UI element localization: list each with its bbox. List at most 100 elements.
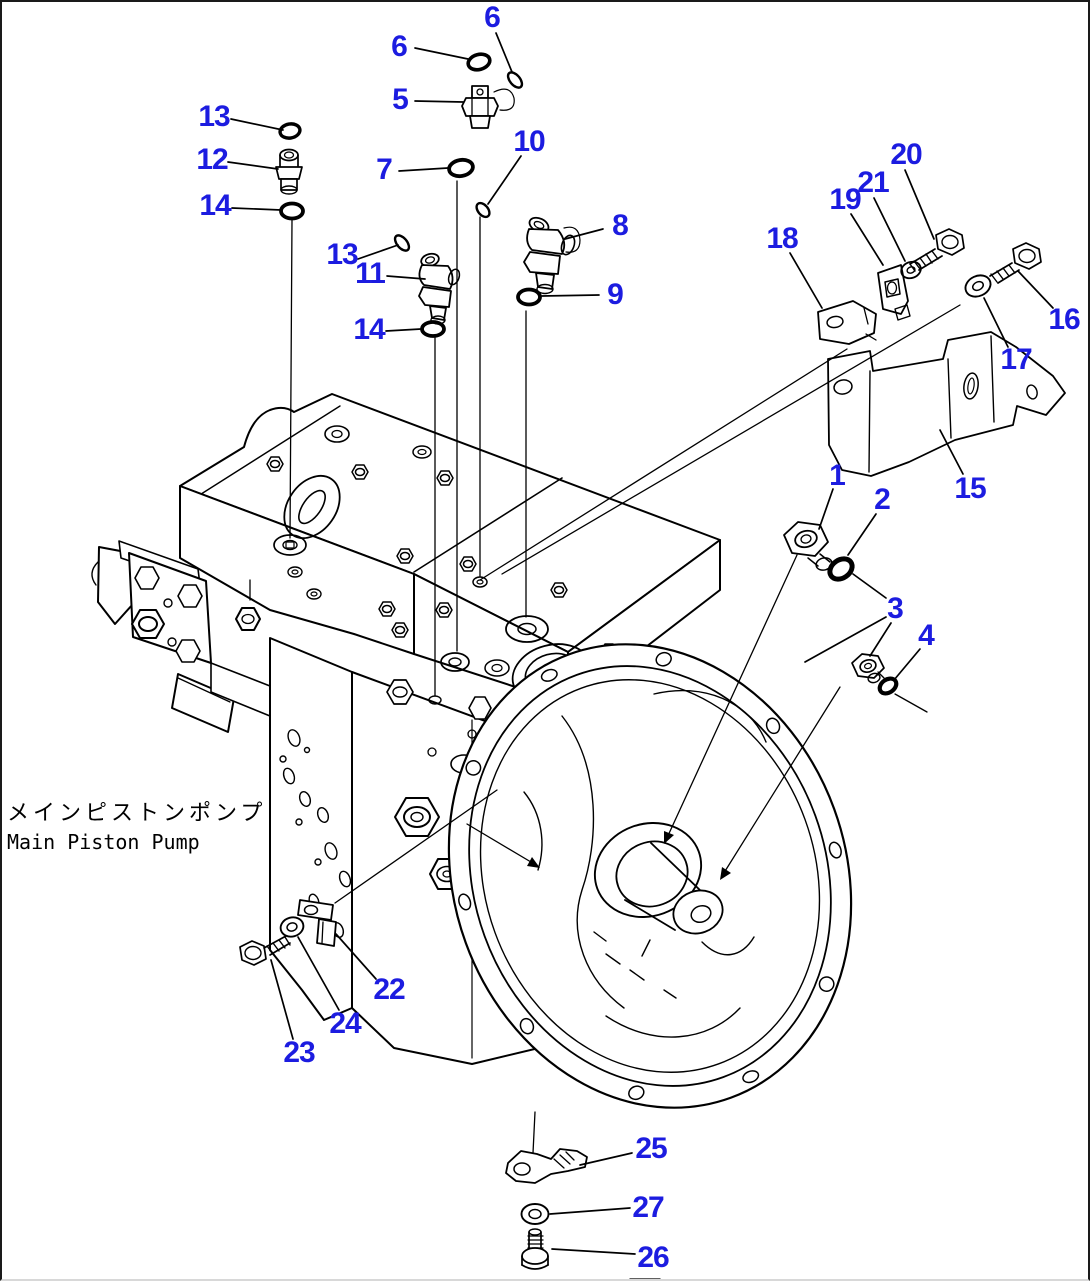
callout-14a: 14: [199, 189, 231, 222]
leader-line: [852, 573, 887, 599]
callout-11: 11: [355, 257, 386, 290]
leader-line: [873, 197, 906, 262]
fitting-part-8: [523, 216, 581, 295]
callout-8: 8: [612, 209, 629, 242]
callout-6a: 6: [484, 1, 501, 34]
oring-part-10: [475, 201, 491, 219]
leader-line: [579, 1152, 633, 1166]
leader-lines: [227, 32, 1054, 1279]
callout-6b: 6: [391, 30, 408, 63]
callout-2: 2: [874, 483, 891, 516]
plug-part-3: [851, 653, 885, 684]
callout-5: 5: [392, 83, 409, 116]
leader-line: [334, 789, 498, 904]
bracket-part-15: [827, 331, 1066, 477]
leader-line: [398, 167, 449, 172]
plug-part-1: [783, 521, 833, 571]
callout-13a: 13: [198, 100, 230, 133]
bracket-part-18: [817, 300, 877, 345]
leader-line: [227, 161, 279, 170]
leader-line: [230, 118, 284, 131]
bolt-part-16: [989, 242, 1042, 284]
fitting-part-11: [418, 252, 461, 325]
leader-line: [850, 213, 884, 266]
leader-line: [479, 348, 848, 581]
leader-line: [665, 554, 798, 841]
callout-9: 9: [607, 278, 624, 311]
leader-line: [939, 429, 964, 475]
washer-part-17: [964, 274, 992, 298]
leader-line: [335, 933, 377, 980]
callout-17: 17: [1000, 343, 1032, 376]
leader-line: [804, 616, 887, 663]
bolt-part-20: [909, 228, 965, 272]
leader-line: [818, 488, 834, 530]
callout-12: 12: [196, 143, 228, 176]
callout-26: 26: [637, 1241, 669, 1274]
leader-line: [386, 275, 426, 280]
leader-line: [541, 294, 600, 297]
oring-part-6-right: [506, 71, 524, 89]
callout-25: 25: [635, 1132, 667, 1165]
callout-7: 7: [376, 153, 393, 186]
callout-10: 10: [513, 125, 545, 158]
callout-19: 19: [829, 183, 861, 216]
bracket-part-22: [297, 899, 337, 947]
leader-line: [1017, 270, 1054, 309]
oring-part-14-mid: [420, 320, 446, 338]
leader-line: [357, 244, 399, 260]
leader-line: [904, 169, 935, 240]
callout-18: 18: [766, 222, 798, 255]
diagram-title-english: Main Piston Pump: [7, 830, 200, 854]
callout-14b: 14: [353, 313, 385, 346]
callout-27: 27: [632, 1191, 664, 1224]
callout-3: 3: [887, 592, 904, 625]
oring-part-13-mid: [393, 234, 411, 252]
oring-part-9: [516, 287, 542, 307]
callout-15: 15: [954, 472, 986, 505]
leader-line: [894, 693, 928, 713]
leader-line: [893, 648, 921, 681]
leader-line: [270, 959, 294, 1040]
callout-23: 23: [283, 1036, 315, 1069]
callout-13b: 13: [326, 238, 358, 271]
leader-line: [414, 100, 464, 103]
leader-line: [532, 1111, 536, 1154]
leader-line: [231, 207, 282, 211]
bolt-part-23: [239, 935, 291, 966]
fitting-part-12: [275, 148, 303, 195]
leader-line: [297, 936, 340, 1011]
leader-line: [487, 155, 522, 205]
callout-1: 1: [829, 459, 846, 492]
leader-line: [414, 47, 469, 60]
leader-line: [495, 32, 513, 73]
washer-part-24: [279, 916, 305, 938]
leader-line: [501, 304, 961, 575]
callout-20: 20: [890, 138, 922, 171]
leader-line: [847, 513, 877, 556]
plug-part-5: [461, 85, 515, 129]
washer-part-27: [520, 1203, 550, 1225]
leader-line: [721, 686, 841, 877]
leader-line: [551, 1248, 636, 1255]
leader-line: [983, 297, 1009, 348]
bracket-part-25: [505, 1148, 588, 1184]
clip-part-19: [877, 264, 911, 321]
oring-part-7: [447, 157, 475, 179]
leader-line: [549, 1207, 631, 1215]
oring-part-14-left: [279, 201, 305, 221]
leader-line: [869, 622, 892, 657]
callout-4: 4: [918, 619, 935, 652]
leader-line: [385, 328, 422, 332]
diagram-title-japanese: メインピストンポンプ: [7, 801, 267, 826]
oring-part-6-left: [466, 52, 492, 72]
bolt-part-26: [521, 1228, 549, 1270]
callout-22: 22: [373, 973, 405, 1006]
leader-line: [564, 228, 604, 240]
leader-line: [289, 219, 293, 539]
leader-line: [466, 823, 537, 866]
callout-24: 24: [329, 1007, 361, 1040]
leader-line: [789, 252, 823, 309]
